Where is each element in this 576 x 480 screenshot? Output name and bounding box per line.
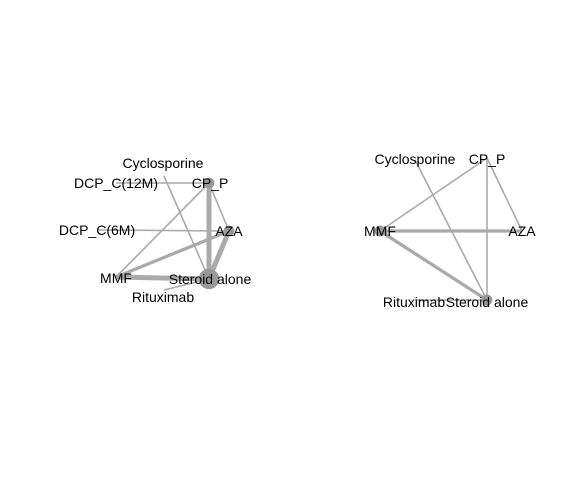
node-label-cyclosporine: Cyclosporine: [375, 151, 456, 167]
edges: [379, 157, 523, 302]
node-steroid: [481, 294, 493, 306]
node-label-dcp6: DCP_C(6M): [59, 222, 135, 238]
edge-mmf-steroid: [379, 229, 488, 302]
node-label-steroid: Steroid alone: [169, 271, 252, 287]
network-plot-right: Cyclosporine CP_P AZA Steroid aloneRituxima…: [364, 151, 536, 310]
edge-mmf-cp_p: [115, 182, 210, 278]
edge-cyclosporine-steroid: [163, 175, 210, 280]
node-label-aza: AZA: [215, 223, 243, 239]
nodes: [374, 225, 493, 306]
nodes: [198, 177, 235, 290]
node-label-mmf: MMF: [100, 270, 132, 286]
edge-cp_p-aza: [208, 182, 230, 232]
node-label-rituximab: Rituximab: [383, 294, 445, 310]
node-label-steroid: Steroid alone: [446, 294, 529, 310]
node-label-cp_p: CP_P: [469, 151, 506, 167]
node-aza: [223, 225, 235, 237]
node-label-dcp12: DCP_C(12M): [74, 175, 158, 191]
node-mmf: [374, 225, 386, 237]
edge-mmf-cp_p: [379, 157, 488, 232]
node-cp_p: [203, 177, 215, 189]
node-label-cyclosporine: Cyclosporine: [123, 155, 204, 171]
node-label-rituximab: Rituximab: [132, 289, 194, 305]
edge-mmf-steroid: [115, 274, 210, 282]
node-label-aza: AZA: [508, 223, 536, 239]
node-steroid: [198, 268, 220, 290]
node-label-cp_p: CP_P: [192, 175, 229, 191]
node-label-mmf: MMF: [364, 223, 396, 239]
edge-cp_p-aza: [486, 157, 523, 232]
